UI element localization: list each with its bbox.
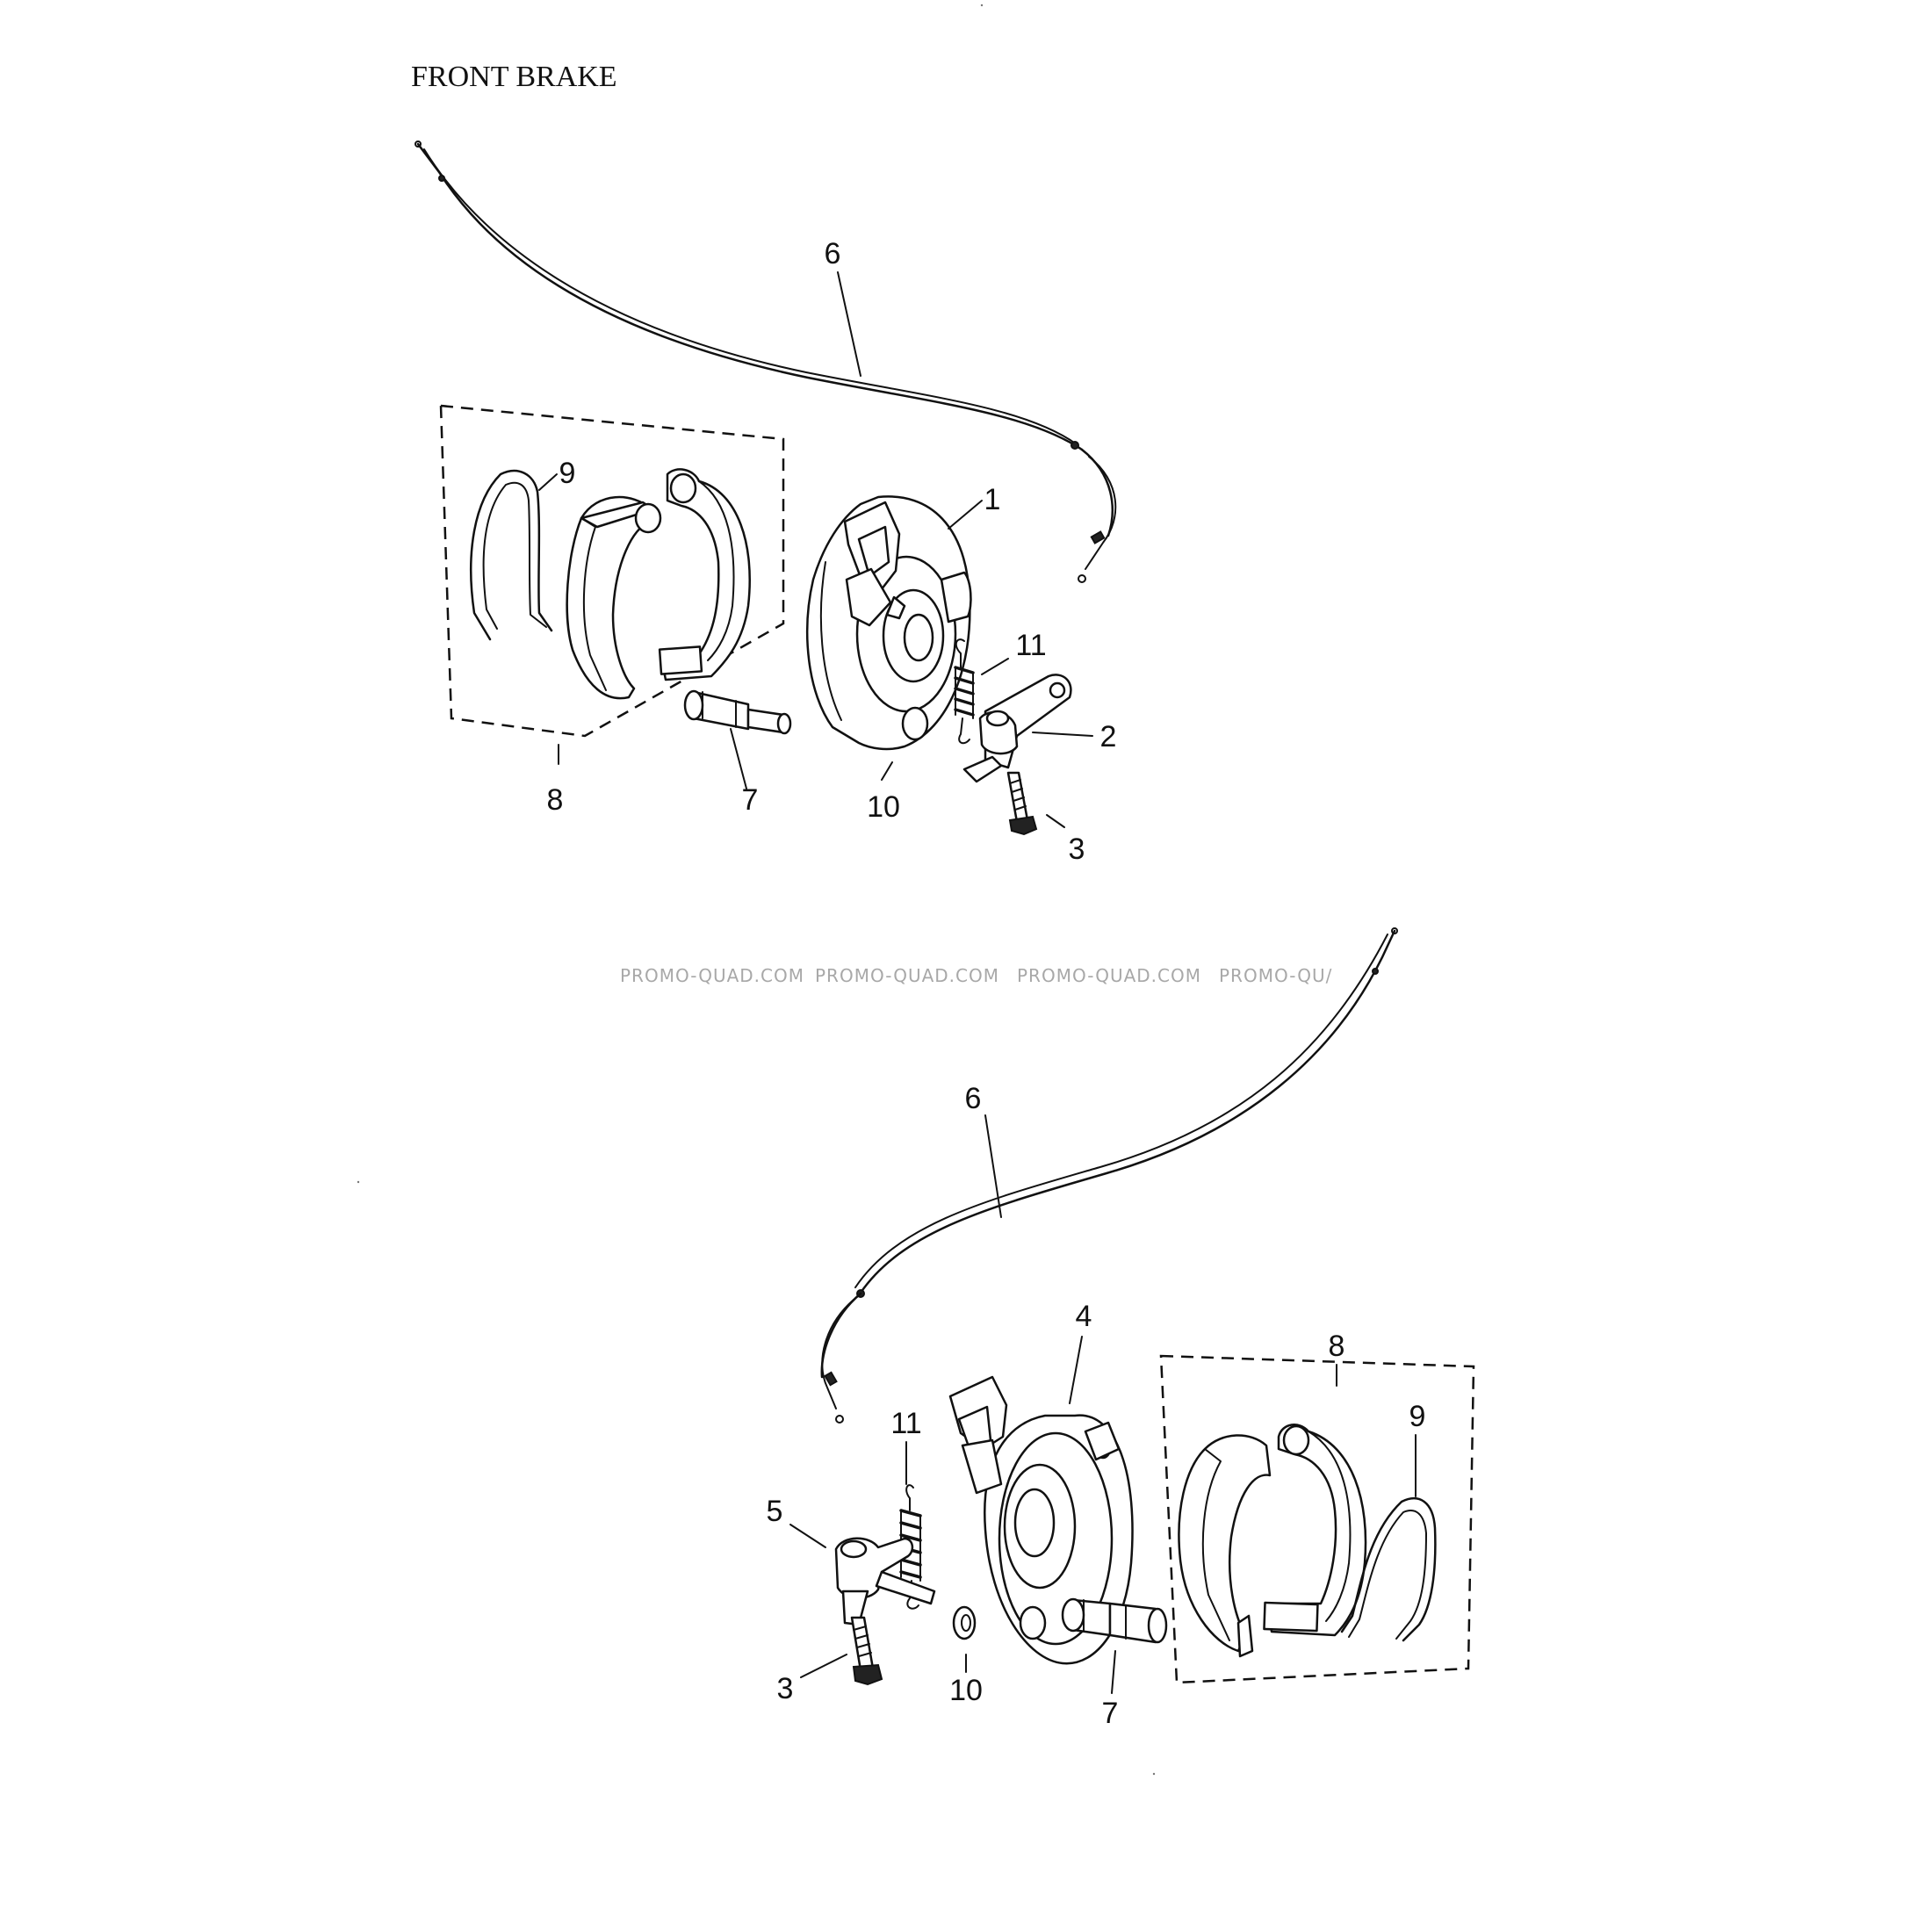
lower-callout-7: 7 <box>1102 1697 1119 1730</box>
upper-callout-10: 10 <box>867 790 900 824</box>
watermark-row: PROMO-QUAD.COM PROMO-QUAD.COM PROMO-QUAD… <box>620 965 1332 986</box>
lower-callout-6: 6 <box>965 1082 982 1115</box>
lower-brake-shoe-left <box>1178 1434 1272 1658</box>
upper-callout-9: 9 <box>559 457 576 490</box>
lower-callout-8: 8 <box>1329 1330 1345 1363</box>
lower-bolt <box>850 1616 883 1686</box>
watermark-4: PROMO-QU/ <box>1219 965 1332 986</box>
diagram-title: FRONT BRAKE <box>411 61 617 93</box>
upper-brake-shoe-right <box>658 468 751 681</box>
upper-brake-cable <box>415 141 1117 583</box>
watermark-3: PROMO-QUAD.COM <box>1017 965 1201 986</box>
upper-callout-1: 1 <box>984 483 1001 516</box>
lower-shoe-spring <box>1340 1497 1437 1642</box>
lower-callout-3: 3 <box>777 1672 794 1705</box>
upper-shoe-kit-boundary <box>439 404 785 738</box>
lower-callout-4: 4 <box>1076 1300 1092 1333</box>
upper-assembly: 9 1 11 2 3 10 7 8 6 <box>415 141 1116 866</box>
upper-callout-7: 7 <box>742 783 759 817</box>
lower-pivot-pin <box>1061 1597 1168 1644</box>
upper-brake-shoe-left <box>566 495 662 700</box>
upper-callout-11: 11 <box>1015 629 1046 662</box>
upper-callout-2: 2 <box>1100 720 1117 753</box>
lower-shoe-kit-boundary <box>1159 1354 1475 1684</box>
upper-return-spring <box>954 638 975 745</box>
lower-callout-10: 10 <box>949 1674 983 1707</box>
upper-bolt <box>1006 771 1038 836</box>
lower-callout-9: 9 <box>1409 1400 1426 1433</box>
lower-brake-shoe-right <box>1263 1424 1367 1637</box>
watermark-1: PROMO-QUAD.COM <box>620 965 804 986</box>
upper-callout-6: 6 <box>825 237 841 270</box>
upper-callout-8: 8 <box>547 783 564 817</box>
lower-brake-arm <box>834 1537 936 1626</box>
upper-brake-arm <box>962 674 1072 783</box>
upper-callout-3: 3 <box>1069 833 1085 866</box>
upper-shoe-spring <box>470 469 553 641</box>
lower-assembly: 6 4 8 9 11 5 3 10 7 <box>767 927 1475 1730</box>
lower-brake-cable <box>820 927 1398 1424</box>
lower-callout-5: 5 <box>767 1495 783 1528</box>
lower-callout-11: 11 <box>890 1407 921 1440</box>
upper-brake-panel <box>806 495 972 751</box>
upper-pivot-pin <box>683 689 792 735</box>
watermark-2: PROMO-QUAD.COM <box>815 965 999 986</box>
lower-washer <box>952 1605 977 1640</box>
